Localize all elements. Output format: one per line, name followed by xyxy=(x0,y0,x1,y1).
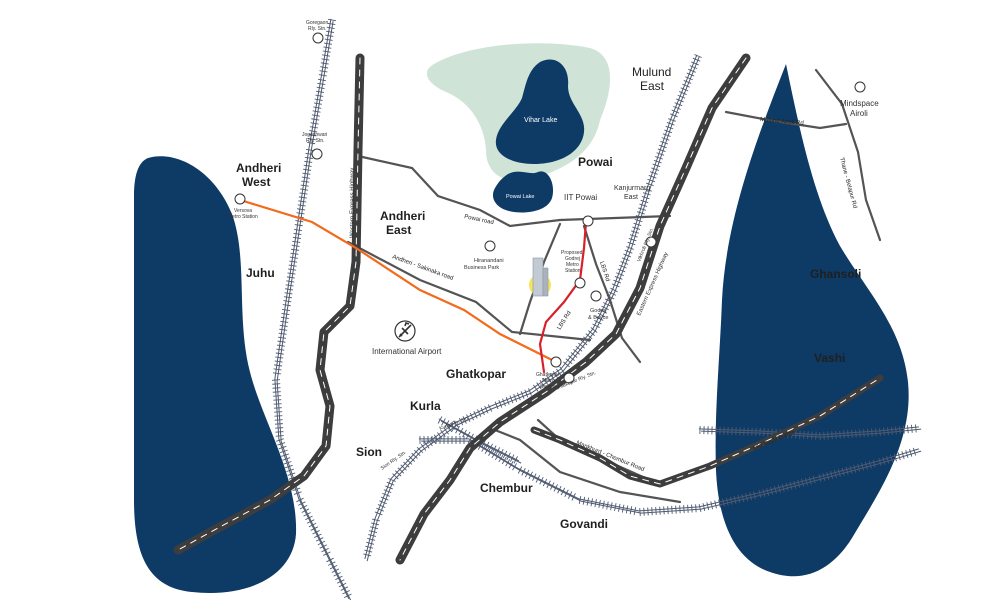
mindspace-label-2: Airoli xyxy=(850,109,868,118)
area-ghansoli: Ghansoli xyxy=(810,267,861,281)
metro-icon xyxy=(582,215,594,227)
western-express-label: Western Express Highway xyxy=(350,168,356,238)
lbs-rd-label-2: LBS Rd xyxy=(557,310,573,331)
metro-icon xyxy=(574,277,586,289)
goregaon-rly-label-2: Rly. Stn. xyxy=(308,26,327,32)
kanjurmarg-label-2: East xyxy=(624,194,638,201)
area-govandi: Govandi xyxy=(560,517,608,531)
thane-belapur-label: Thane - Belapur Rd xyxy=(838,157,857,209)
station-icons xyxy=(234,32,866,384)
area-andheri-west: Andheri xyxy=(236,161,281,175)
area-juhu: Juhu xyxy=(246,266,275,280)
airport-label: International Airport xyxy=(372,347,442,356)
building-icon xyxy=(484,240,496,252)
versova-label: Versova xyxy=(234,208,252,214)
powai-lake-label: Powai Lake xyxy=(506,194,534,200)
harbour-railway xyxy=(418,436,922,517)
area-andheri-east: Andheri xyxy=(380,209,425,223)
goregaon-rly-label: Goregaon xyxy=(306,20,328,26)
building-icon xyxy=(854,81,866,93)
train-icon xyxy=(312,32,324,44)
versova-label-2: Metro Station xyxy=(228,214,258,220)
mankhurd-chembur-label: Mankhurd - Chembur Road xyxy=(575,440,645,473)
road-mulund-airoli xyxy=(724,110,848,130)
jogeshwari-rly-label-2: Rly. Stn. xyxy=(306,138,325,144)
proposed-station-label-2: Godrej xyxy=(565,256,580,262)
proposed-station-label: Proposed xyxy=(561,250,583,256)
vihar-lake xyxy=(495,59,585,164)
mankhurd-road-median xyxy=(533,377,881,485)
arabian-sea-creek xyxy=(134,156,297,593)
godrej-label: Godrej xyxy=(590,308,607,314)
area-chembur: Chembur xyxy=(480,481,533,495)
train-icon xyxy=(311,148,323,160)
sion-rly-label: Sion Rly. Stn. xyxy=(380,450,408,472)
powai-lake xyxy=(492,171,554,213)
train-icon xyxy=(563,372,575,384)
road-andheri-east-powai xyxy=(356,154,672,228)
hiranandani-label-2: Business Park xyxy=(464,265,499,271)
trans-harbour xyxy=(698,424,922,441)
tower-icon xyxy=(532,257,544,297)
metro-icon xyxy=(550,356,562,368)
mulund-airoli-label: Mulund Airoli Rd xyxy=(760,117,804,127)
ghatkopar-metro-label-2: Metro xyxy=(542,378,555,384)
central-railway-main xyxy=(363,54,702,562)
road-lbs xyxy=(582,224,642,364)
area-sion: Sion xyxy=(356,445,382,459)
area-mulund-2: East xyxy=(640,79,665,93)
kanjurmarg-label: Kanjurmarg xyxy=(614,185,650,192)
area-ghatkopar: Ghatkopar xyxy=(446,367,506,381)
local-roads xyxy=(346,68,882,504)
road-kurla-chembur xyxy=(488,426,682,504)
jogeshwari-rly-label: Jogeshwari xyxy=(302,132,327,138)
train-icon xyxy=(645,236,657,248)
hiranandani-label: Hiranandani xyxy=(474,258,504,264)
vihar-lake-label: Vihar Lake xyxy=(524,117,557,124)
godrej-label-2: & Boyce xyxy=(588,315,608,321)
road-andheri-sakinaka xyxy=(346,240,592,342)
area-kurla: Kurla xyxy=(410,399,441,413)
ghatkopar-metro-label-3: Station xyxy=(540,384,556,390)
proposed-station-label-3: Metro xyxy=(566,262,579,268)
building-icon xyxy=(590,290,602,302)
western-highway-median xyxy=(177,57,361,551)
western-railway xyxy=(271,18,352,600)
metro-line-1 xyxy=(238,198,558,364)
proposed-metro-line xyxy=(538,220,588,374)
thane-creek xyxy=(715,64,909,577)
eastern-highway-median xyxy=(399,57,747,561)
metro-icon xyxy=(234,193,246,205)
area-powai: Powai xyxy=(578,155,613,169)
highways xyxy=(173,53,884,565)
area-andheri-east-2: East xyxy=(386,223,411,237)
area-mulund: Mulund xyxy=(632,65,671,79)
ghatkopar-metro-label: Ghatkopar xyxy=(536,372,560,378)
mindspace-label: Mindspace xyxy=(840,99,879,108)
area-andheri-west-2: West xyxy=(242,175,270,189)
area-vashi: Vashi xyxy=(814,351,845,365)
project-location xyxy=(529,257,551,297)
road-thane-belapur xyxy=(814,68,882,242)
iit-powai-label: IIT Powai xyxy=(564,193,597,202)
proposed-station-label-4: Station xyxy=(565,268,581,274)
airplane-icon xyxy=(394,320,416,342)
railway-lines xyxy=(271,18,922,600)
